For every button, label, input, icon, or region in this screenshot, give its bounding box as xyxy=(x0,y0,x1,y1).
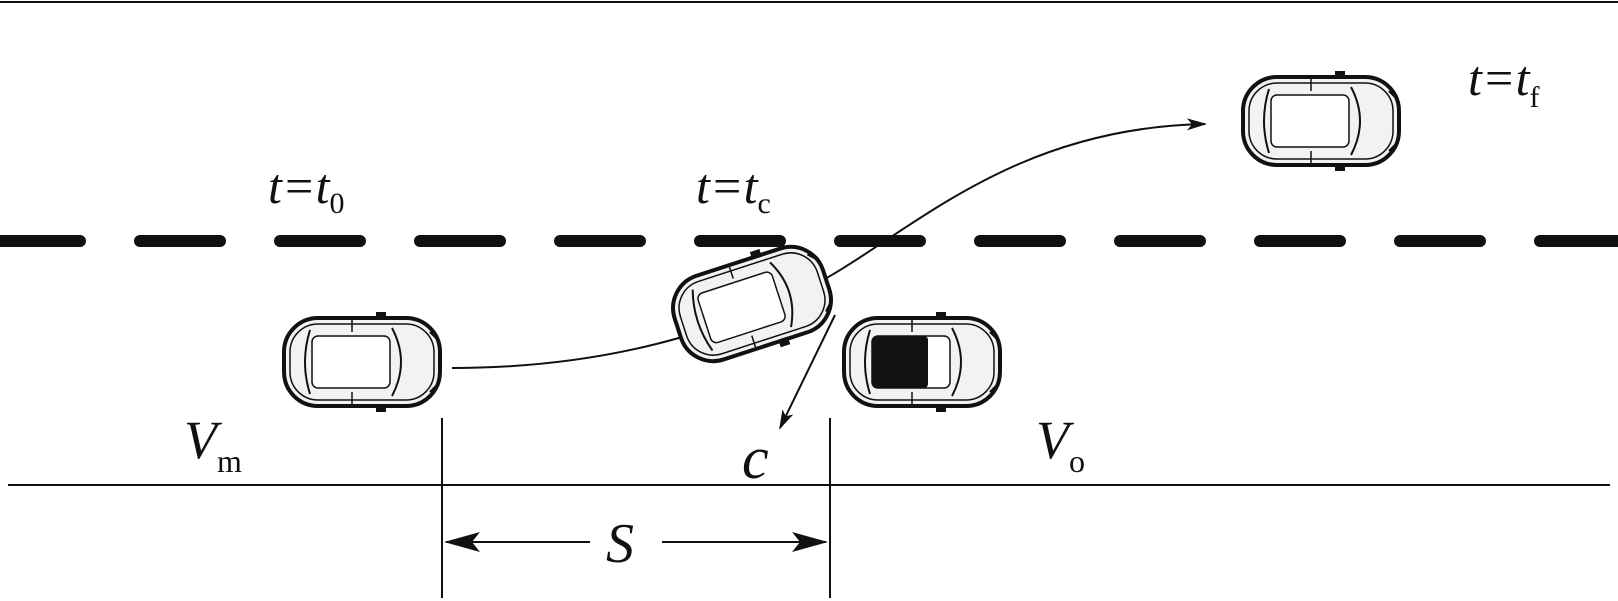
merging-car-initial xyxy=(282,310,442,414)
label-collision: c xyxy=(742,425,769,491)
label-vm: Vm xyxy=(184,410,242,479)
merging-car-final xyxy=(1241,69,1401,173)
obstacle-car-roof xyxy=(872,336,928,388)
label-t0: t=t0 xyxy=(268,158,345,220)
obstacle-car xyxy=(842,310,1002,414)
collision-arrow xyxy=(779,314,836,430)
label-vo: Vo xyxy=(1036,410,1085,479)
merging-car-collision xyxy=(660,230,844,378)
label-gap: S xyxy=(606,513,634,575)
label-tf: t=tf xyxy=(1468,50,1540,114)
label-tc: t=tc xyxy=(696,158,771,220)
